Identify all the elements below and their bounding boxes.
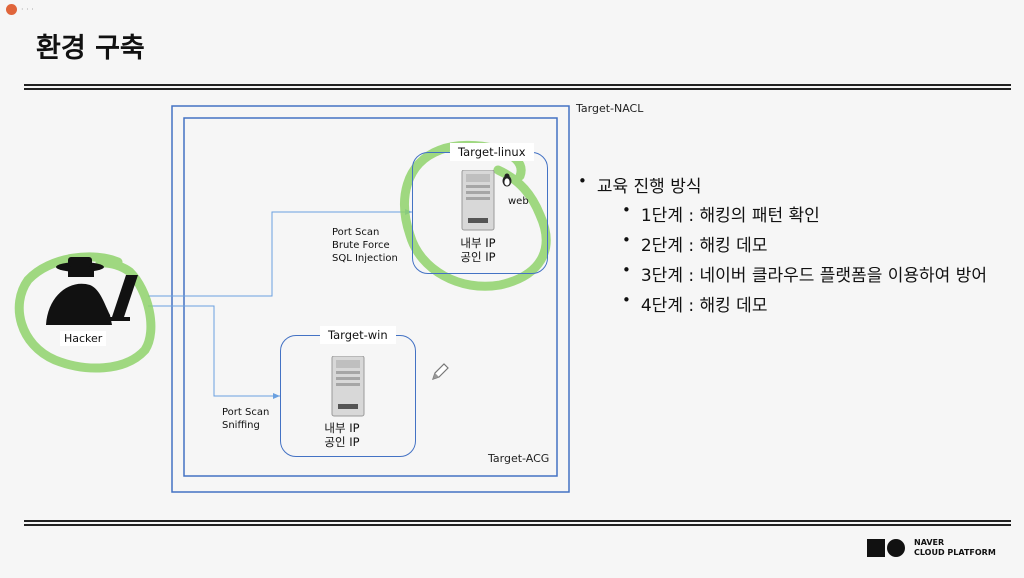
server-icon	[331, 356, 365, 417]
bullet-step-text: 3단계 : 네이버 클라우드 플랫폼을 이용하여 방어	[640, 266, 987, 286]
bullet-dot-icon: •	[622, 261, 631, 279]
nacl-label: Target-NACL	[576, 102, 644, 115]
arrow-win	[273, 393, 280, 399]
highlight-hacker	[14, 252, 156, 373]
recording-indicator: · · ·	[6, 4, 34, 15]
logo-text: NAVER CLOUD PLATFORM	[914, 538, 996, 558]
top-rule	[24, 84, 1011, 86]
line-to-linux	[148, 211, 412, 297]
attack-linux-3: SQL Injection	[332, 253, 398, 264]
bullet-main: • 교육 진행 방식	[578, 172, 987, 197]
logo-line2: CLOUD PLATFORM	[914, 548, 996, 557]
bottom-rule	[24, 520, 1011, 522]
acg-frame	[183, 117, 558, 477]
linux-ip-public: 공인 IP	[460, 250, 496, 264]
linux-ip-caption: 내부 IP 공인 IP	[446, 236, 510, 264]
server-icon	[461, 170, 495, 231]
bullet-dot-icon: •	[622, 291, 631, 309]
bullet-step: • 3단계 : 네이버 클라우드 플랫폼을 이용하여 방어	[622, 261, 987, 286]
win-server-title: Target-win	[320, 326, 396, 344]
bullet-step: • 1단계 : 해킹의 패턴 확인	[622, 201, 987, 226]
attack-linux-notes: Port Scan Brute Force SQL Injection	[332, 226, 398, 265]
win-ip-internal: 내부 IP	[324, 421, 360, 435]
win-ip-public: 공인 IP	[324, 435, 360, 449]
bottom-rule-2	[24, 524, 1011, 526]
attack-win-1: Port Scan	[222, 407, 270, 418]
acg-label: Target-ACG	[488, 452, 550, 465]
recording-text: · · ·	[21, 5, 34, 14]
bullet-step: • 4단계 : 해킹 데모	[622, 291, 987, 316]
naver-cloud-logo: NAVER CLOUD PLATFORM	[866, 538, 996, 558]
win-ip-caption: 내부 IP 공인 IP	[310, 421, 374, 449]
bullet-dot-icon: •	[578, 172, 587, 190]
hacker-label: Hacker	[60, 331, 107, 346]
linux-server-title: Target-linux	[450, 143, 534, 161]
attack-win-notes: Port Scan Sniffing	[222, 406, 269, 432]
bullet-list: • 교육 진행 방식 • 1단계 : 해킹의 패턴 확인 • 2단계 : 해킹 …	[578, 172, 987, 321]
top-rule-2	[24, 88, 1011, 90]
linux-ip-internal: 내부 IP	[460, 236, 496, 250]
attack-linux-1: Port Scan	[332, 227, 380, 238]
attack-linux-2: Brute Force	[332, 240, 390, 251]
bullet-dot-icon: •	[622, 231, 631, 249]
bullet-step-text: 1단계 : 해킹의 패턴 확인	[640, 206, 820, 226]
linux-web-label: web	[508, 196, 529, 207]
logo-line1: NAVER	[914, 538, 945, 547]
hacker-icon	[46, 257, 138, 325]
line-to-win	[148, 305, 280, 397]
bullet-main-text: 교육 진행 방식	[596, 177, 702, 197]
nacl-frame	[171, 105, 570, 493]
bullet-step: • 2단계 : 해킹 데모	[622, 231, 987, 256]
linux-penguin-icon	[502, 173, 512, 187]
slide-title: 환경 구축	[36, 33, 145, 64]
bullet-step-text: 4단계 : 해킹 데모	[640, 296, 768, 316]
bullet-step-text: 2단계 : 해킹 데모	[640, 236, 768, 256]
naver-logo-icon	[867, 539, 905, 557]
pen-icon	[432, 363, 449, 380]
attack-win-2: Sniffing	[222, 420, 260, 431]
record-dot-icon	[6, 4, 17, 15]
bullet-dot-icon: •	[622, 201, 631, 219]
